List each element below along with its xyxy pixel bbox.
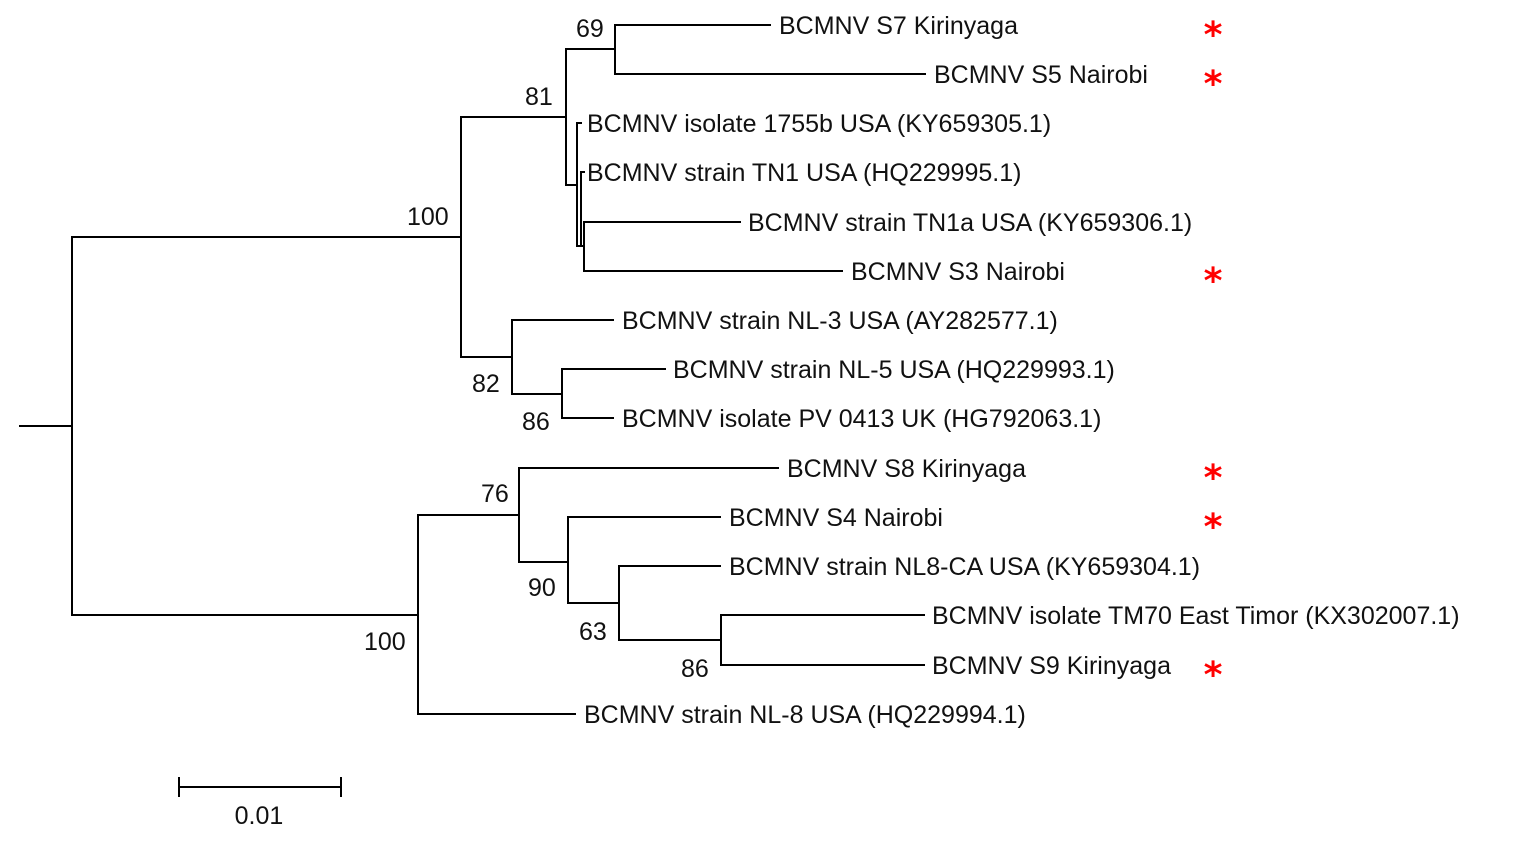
bootstrap-value: 86 xyxy=(522,408,550,436)
leaf-label-s9: BCMNV S9 Kirinyaga xyxy=(932,652,1171,680)
bootstrap-value: 69 xyxy=(576,15,604,43)
leaf-label-tn1a: BCMNV strain TN1a USA (KY659306.1) xyxy=(748,209,1192,237)
bootstrap-value: 100 xyxy=(364,628,406,656)
leaf-label-s4: BCMNV S4 Nairobi xyxy=(729,504,943,532)
tree-branches xyxy=(19,24,926,715)
bootstrap-value: 90 xyxy=(528,574,556,602)
leaf-label-s5: BCMNV S5 Nairobi xyxy=(934,61,1148,89)
leaf-label-1755b: BCMNV isolate 1755b USA (KY659305.1) xyxy=(587,110,1051,138)
marker-asterisk-s4: * xyxy=(1204,507,1223,548)
leaf-labels: BCMNV S7 Kirinyaga BCMNV S5 Nairobi BCMN… xyxy=(584,12,1460,729)
sample-markers: * * * * * * xyxy=(1204,15,1223,696)
leaf-label-s7: BCMNV S7 Kirinyaga xyxy=(779,12,1018,40)
leaf-label-s8: BCMNV S8 Kirinyaga xyxy=(787,455,1026,483)
leaf-label-nl5: BCMNV strain NL-5 USA (HQ229993.1) xyxy=(673,356,1115,384)
marker-asterisk-s5: * xyxy=(1204,64,1223,105)
scale-bar-label: 0.01 xyxy=(235,802,284,830)
leaf-label-s3: BCMNV S3 Nairobi xyxy=(851,258,1065,286)
bootstrap-value: 100 xyxy=(407,203,449,231)
marker-asterisk-s8: * xyxy=(1204,458,1223,499)
marker-asterisk-s3: * xyxy=(1204,261,1223,302)
bootstrap-value: 82 xyxy=(472,370,500,398)
bootstrap-value: 86 xyxy=(681,655,709,683)
leaf-label-nl3: BCMNV strain NL-3 USA (AY282577.1) xyxy=(622,307,1058,335)
bootstrap-value: 81 xyxy=(525,83,553,111)
marker-asterisk-s7: * xyxy=(1204,15,1223,56)
leaf-label-pv: BCMNV isolate PV 0413 UK (HG792063.1) xyxy=(622,405,1101,433)
leaf-label-tm70: BCMNV isolate TM70 East Timor (KX302007.… xyxy=(932,602,1460,630)
leaf-label-nl8ca: BCMNV strain NL8-CA USA (KY659304.1) xyxy=(729,553,1200,581)
bootstrap-values: 69 81 100 82 86 76 90 63 86 100 xyxy=(364,15,709,683)
bootstrap-value: 63 xyxy=(579,618,607,646)
marker-asterisk-s9: * xyxy=(1204,655,1223,696)
bootstrap-value: 76 xyxy=(481,480,509,508)
leaf-label-nl8: BCMNV strain NL-8 USA (HQ229994.1) xyxy=(584,701,1026,729)
scale-bar: 0.01 xyxy=(178,777,342,830)
leaf-label-tn1: BCMNV strain TN1 USA (HQ229995.1) xyxy=(587,159,1021,187)
